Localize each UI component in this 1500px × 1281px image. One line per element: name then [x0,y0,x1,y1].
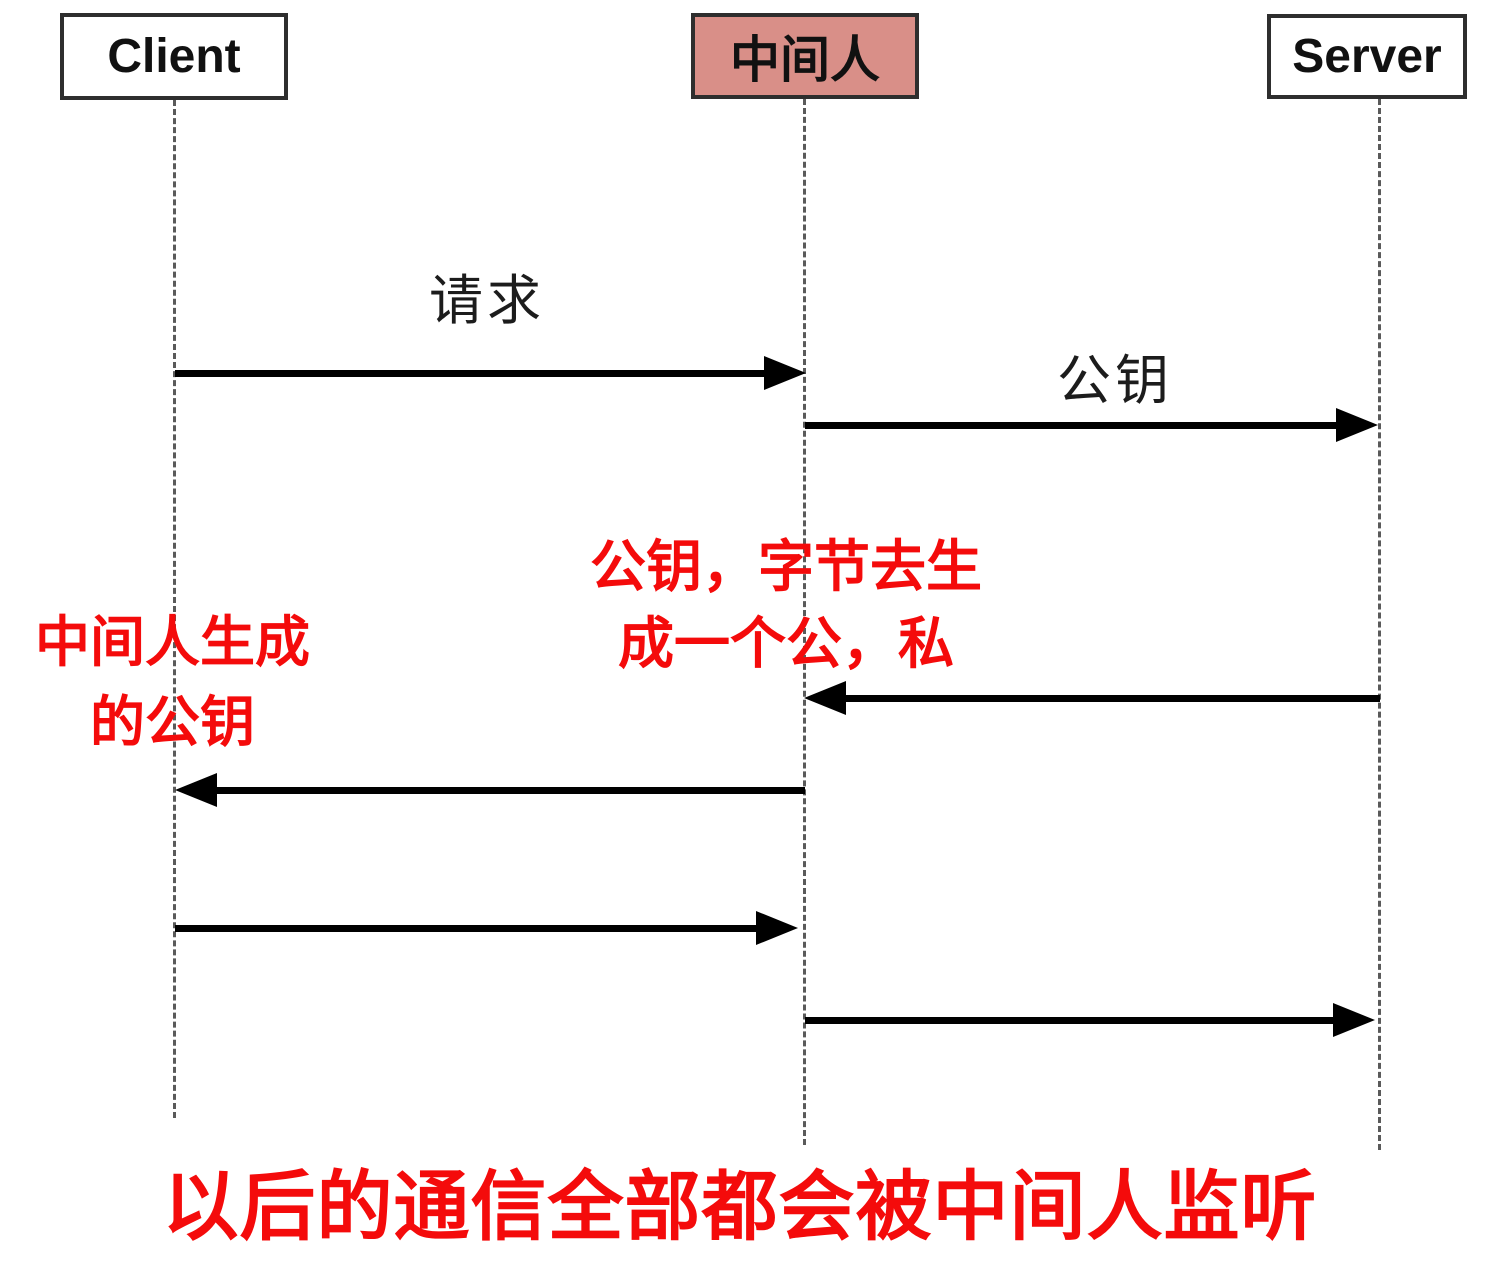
arrowhead-right-icon [764,356,806,390]
mitm-keygen-note: 公钥，字节去生 成一个公，私 [536,528,1036,682]
mitm-keygen-note-line1: 公钥，字节去生 [590,535,982,598]
message-3-line [846,695,1380,702]
actor-mitm-label: 中间人 [730,32,880,88]
client-fakekey-note-line2: 的公钥 [89,691,255,753]
message-5-line [175,925,759,932]
arrowhead-right-icon [1333,1003,1375,1037]
actor-server: Server [1267,14,1467,99]
arrowhead-left-icon [175,773,217,807]
lifeline-mitm [803,99,806,1145]
arrowhead-left-icon [804,681,846,715]
lifeline-server [1378,99,1381,1150]
actor-client-label: Client [107,30,241,83]
lifeline-client [173,100,176,1118]
actor-mitm: 中间人 [691,13,919,99]
message-2-line [805,422,1338,429]
actor-server-label: Server [1292,30,1442,83]
message-4-line [217,787,805,794]
message-1-label: 请求 [429,271,545,331]
arrowhead-right-icon [756,911,798,945]
message-1-line [175,370,767,377]
message-6-line [805,1017,1335,1024]
client-fakekey-note: 中间人生成 的公钥 [0,602,345,762]
actor-client: Client [60,13,288,100]
arrowhead-right-icon [1336,408,1378,442]
client-fakekey-note-line1: 中间人生成 [34,611,310,673]
message-2-label: 公钥 [1057,351,1173,411]
footer-warning-text: 以后的通信全部都会被中间人监听 [162,1165,1318,1250]
mitm-keygen-note-line2: 成一个公，私 [618,612,954,675]
